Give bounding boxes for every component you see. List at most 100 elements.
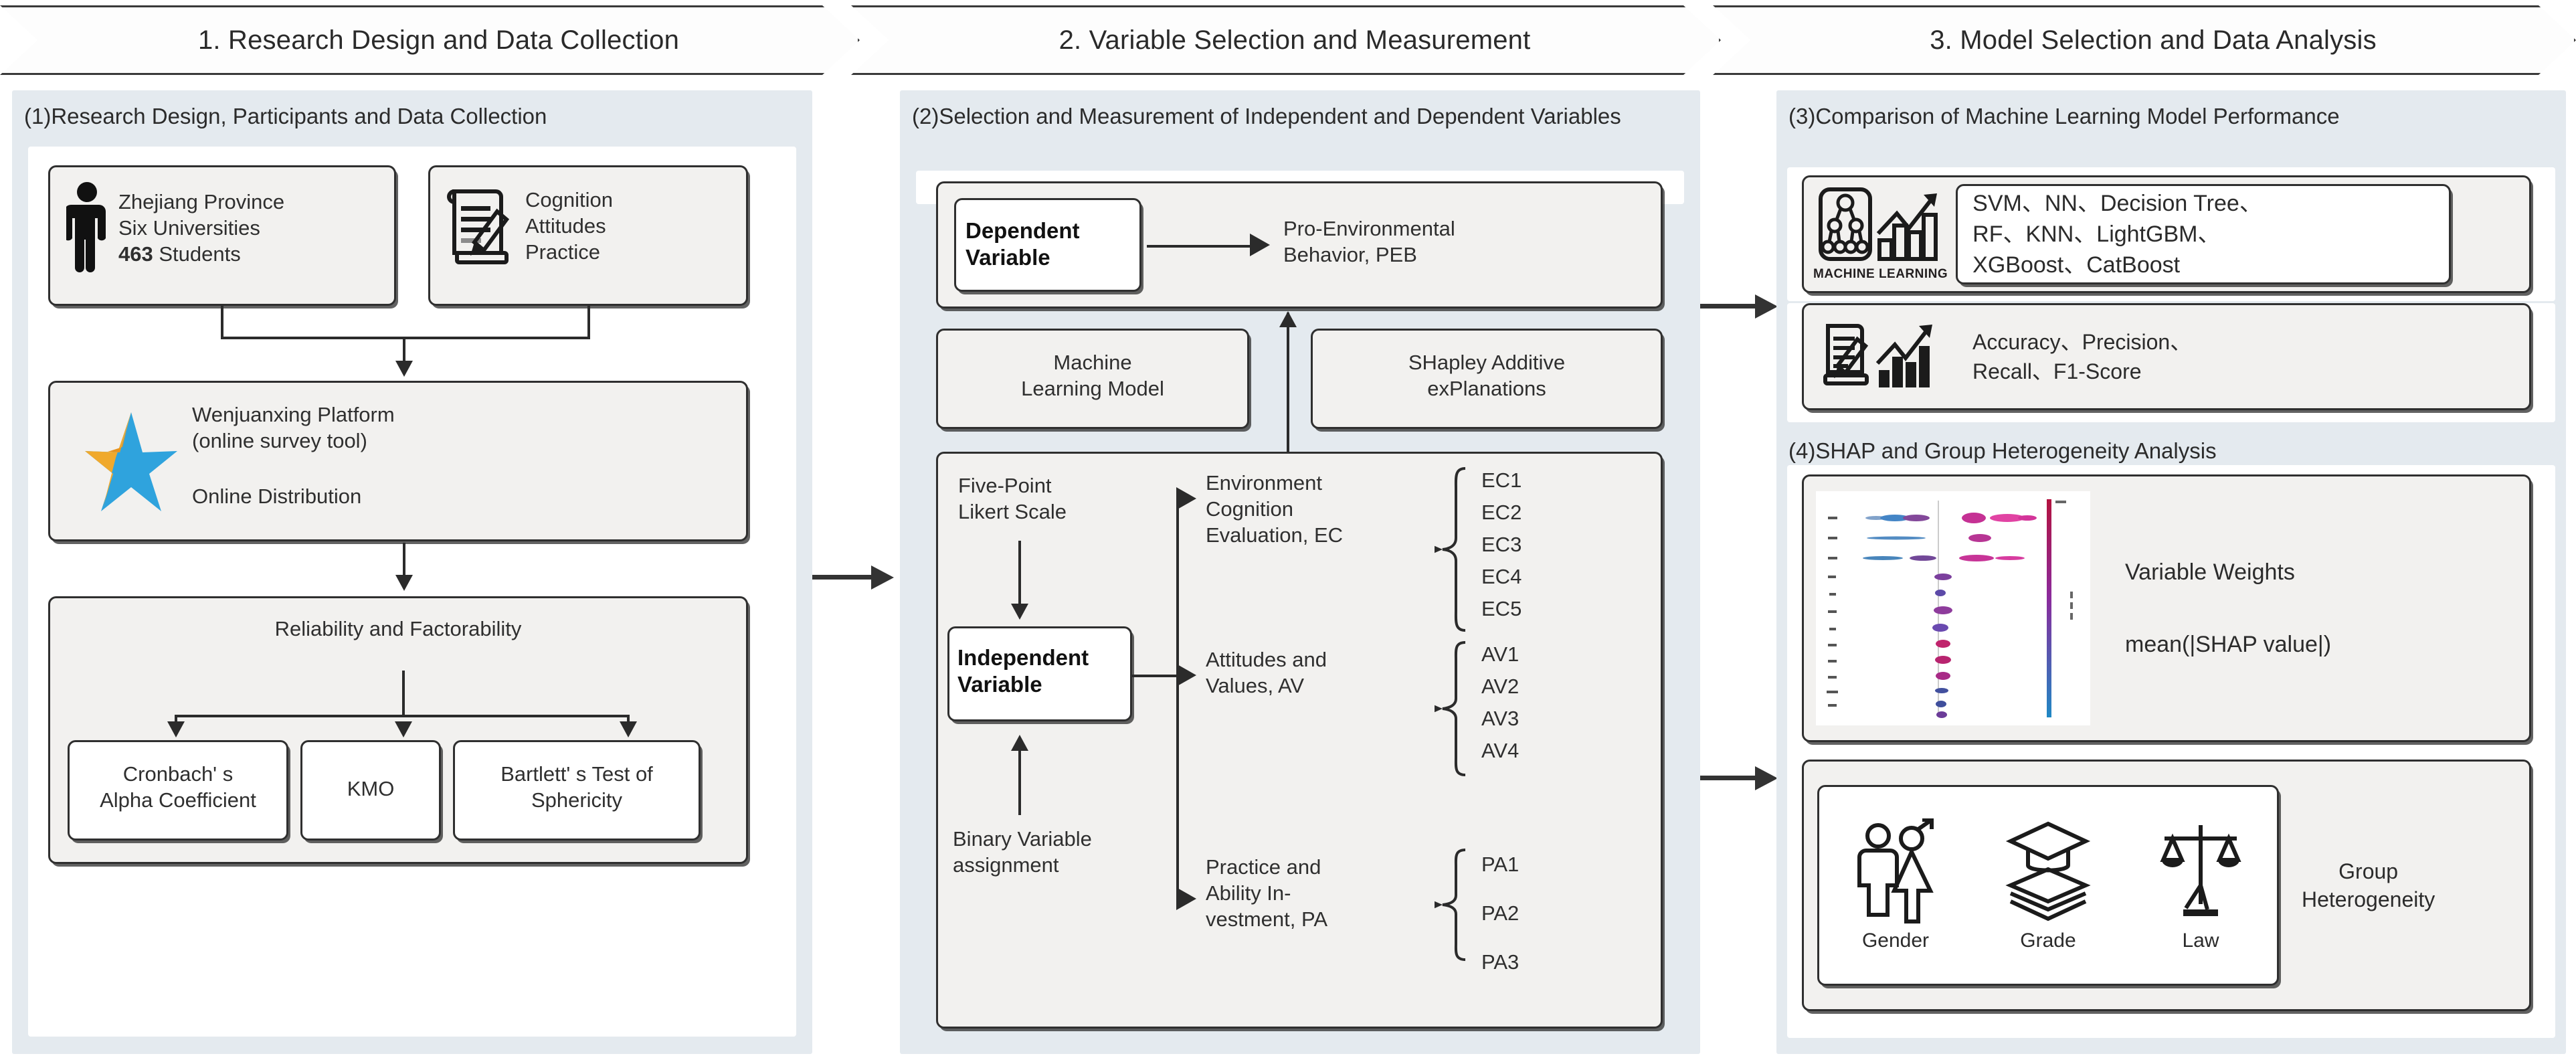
items-pa: PA1 PA2 PA3: [1481, 853, 1520, 974]
group-heterogeneity-label: Group Heterogeneity: [2302, 859, 2435, 911]
method-label: SHapley Additive exPlanations: [1408, 351, 1566, 400]
ml-model-box[interactable]: Machine Learning Model: [936, 329, 1249, 429]
items-av: AV1 AV2 AV3 AV4: [1481, 642, 1520, 762]
dependent-variable-box[interactable]: Dependent Variable: [954, 198, 1141, 292]
construct-label-av: Attitudes and Values, AV: [1206, 648, 1327, 697]
stage-chevron-2[interactable]: 2. Variable Selection and Measurement: [851, 5, 1721, 75]
stage-chevron-3[interactable]: 3. Model Selection and Data Analysis: [1713, 5, 2576, 75]
connector-line: [627, 715, 630, 724]
models-list: SVM、NN、Decision Tree、 RF、KNN、LightGBM、 X…: [1972, 191, 2262, 278]
machine-learning-icon: MACHINE LEARNING: [1804, 187, 1948, 282]
participants-line1: Zhejiang Province: [118, 189, 285, 213]
connector-line: [1287, 313, 1289, 453]
participants-count-suffix: Students: [153, 242, 241, 266]
participants-count: 463: [118, 242, 153, 266]
arrow-panel2-to-panel3-top: [1700, 294, 1780, 319]
arrow-to-platform: [395, 361, 413, 377]
platform-subtext: Online Distribution: [192, 484, 362, 508]
independent-variable-group[interactable]: Five-Point Likert Scale Independent Vari…: [936, 452, 1663, 1029]
evaluation-icon: [1816, 319, 1942, 394]
brace-ec: [1435, 467, 1466, 632]
instrument-text: Cognition Attitudes Practice: [525, 187, 613, 264]
test-label: Cronbach' s Alpha Coefficient: [100, 762, 256, 812]
arrow-to-test-2: [395, 721, 412, 737]
group-item-gender[interactable]: Gender: [1849, 818, 1942, 952]
group-label: Grade: [2020, 930, 2076, 952]
arrow-to-construct-pa: [1176, 887, 1196, 910]
arrow-to-test-3: [620, 721, 637, 737]
shap-box[interactable]: Variable Weights mean(|SHAP value|): [1802, 474, 2531, 742]
gender-icon: [1849, 818, 1942, 925]
connector-line: [587, 306, 590, 338]
participants-box[interactable]: Zhejiang Province Six Universities 463 S…: [48, 165, 396, 306]
shap-method-box[interactable]: SHapley Additive exPlanations: [1311, 329, 1663, 429]
arrow-panel1-to-panel2: [812, 565, 896, 590]
group-label: Gender: [1861, 930, 1930, 952]
graduation-books-icon: [2001, 818, 2095, 925]
connector-line: [403, 543, 405, 579]
dependent-variable-group[interactable]: Dependent Variable Pro-Environmental Beh…: [936, 181, 1663, 308]
panel-variable-selection: (2)Selection and Measurement of Independ…: [900, 90, 1700, 1054]
stage-3-label: 3. Model Selection and Data Analysis: [1930, 25, 2377, 55]
reliability-box[interactable]: Reliability and Factorability Cronbach' …: [48, 596, 748, 864]
arrow-up-to-dependent: [1279, 311, 1297, 327]
panel3-card-models: MACHINE LEARNING SVM、NN、Decision Tree、 R…: [1787, 167, 2555, 301]
arrow-to-independent: [1011, 604, 1028, 620]
arrow-up-from-binary: [1011, 735, 1028, 751]
connector-line: [1018, 541, 1021, 608]
panel1-card: Zhejiang Province Six Universities 463 S…: [28, 147, 796, 1037]
connector-line: [1176, 498, 1179, 899]
scale-top-label: Five-Point Likert Scale: [958, 474, 1067, 523]
connector-line: [221, 337, 590, 339]
panel1-title: (1)Research Design, Participants and Dat…: [24, 104, 547, 128]
arrow-to-construct-ec: [1176, 487, 1196, 510]
group-item-law[interactable]: Law: [2154, 818, 2247, 952]
metrics-list: Accuracy、Precision、 Recall、F1-Score: [1972, 330, 2192, 383]
arrow-to-reliability: [395, 575, 413, 591]
machine-learning-caption: MACHINE LEARNING: [1813, 267, 1948, 281]
connector-line: [403, 337, 405, 363]
test-box-bartlett[interactable]: Bartlett' s Test of Sphericity: [453, 740, 701, 841]
arrow-panel2-to-panel3-bottom: [1700, 766, 1780, 790]
independent-variable-label: Independent Variable: [957, 645, 1089, 697]
test-label: KMO: [347, 777, 395, 800]
test-box-kmo[interactable]: KMO: [300, 740, 441, 841]
group-label: Law: [2182, 930, 2219, 952]
construct-label-ec: Environment Cognition Evaluation, EC: [1206, 471, 1344, 547]
panel-research-design: (1)Research Design, Participants and Dat…: [12, 90, 812, 1054]
connector-line: [175, 715, 630, 717]
scales-of-justice-icon: [2154, 818, 2247, 925]
shap-beeswarm-plot: [1816, 491, 2090, 725]
models-list-box[interactable]: SVM、NN、Decision Tree、 RF、KNN、LightGBM、 X…: [1956, 184, 2452, 284]
arrow-to-test-1: [167, 721, 185, 737]
stage-chevron-1[interactable]: 1. Research Design and Data Collection: [0, 5, 860, 75]
connector-line: [1132, 675, 1179, 677]
brace-pa: [1435, 849, 1466, 961]
panel4-card: Variable Weights mean(|SHAP value|): [1787, 465, 2555, 1038]
panel-model-analysis: (3)Comparison of Machine Learning Model …: [1776, 90, 2566, 1054]
group-icons-box[interactable]: Gender Grade: [1817, 785, 2279, 986]
metrics-box[interactable]: Accuracy、Precision、 Recall、F1-Score: [1802, 303, 2531, 410]
panel2-title: (2)Selection and Measurement of Independ…: [912, 104, 1621, 128]
stage-1-label: 1. Research Design and Data Collection: [197, 25, 680, 55]
panel3-title: (3)Comparison of Machine Learning Model …: [1788, 104, 2340, 128]
wenjuanxing-star-icon: [81, 407, 181, 514]
group-heterogeneity-group[interactable]: Gender Grade: [1802, 760, 2531, 1011]
independent-variable-box[interactable]: Independent Variable: [947, 626, 1132, 721]
panel4-title: (4)SHAP and Group Heterogeneity Analysis: [1788, 438, 2217, 463]
platform-text: Wenjuanxing Platform (online survey tool…: [192, 403, 395, 452]
platform-box[interactable]: Wenjuanxing Platform (online survey tool…: [48, 381, 748, 541]
instrument-box[interactable]: Cognition Attitudes Practice: [428, 165, 748, 306]
arrow-to-construct-av: [1176, 664, 1196, 687]
connector-line: [1147, 245, 1253, 248]
group-item-grade[interactable]: Grade: [2001, 818, 2095, 952]
person-icon: [66, 181, 108, 274]
test-label: Bartlett' s Test of Sphericity: [500, 762, 653, 812]
method-label: Machine Learning Model: [1021, 351, 1164, 400]
reliability-title: Reliability and Factorability: [274, 617, 522, 640]
test-box-cronbach[interactable]: Cronbach' s Alpha Coefficient: [68, 740, 288, 841]
panel3-card-metrics: Accuracy、Precision、 Recall、F1-Score: [1787, 303, 2555, 422]
models-box[interactable]: MACHINE LEARNING SVM、NN、Decision Tree、 R…: [1802, 175, 2531, 293]
stage-2-label: 2. Variable Selection and Measurement: [1059, 25, 1531, 55]
dependent-variable-label: Dependent Variable: [965, 218, 1080, 270]
